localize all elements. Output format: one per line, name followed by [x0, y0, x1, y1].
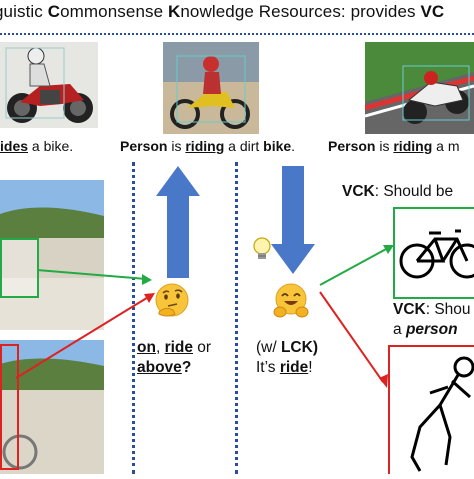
bicycle-sketch-icon [399, 229, 474, 279]
divider-right [235, 162, 238, 474]
light-bulb-icon [253, 237, 271, 259]
bike-sketch-box [393, 207, 474, 299]
header-title: guistic Commonsense Knowledge Resources:… [0, 2, 445, 21]
thinking-face-icon [155, 283, 189, 317]
relation-question: on, ride or above? [137, 339, 212, 376]
photo-motorcycle-left [0, 42, 98, 128]
green-link-left [36, 269, 152, 285]
red-link-left [15, 293, 155, 379]
hugging-face-icon [273, 283, 309, 318]
red-link-right [319, 291, 388, 388]
green-link-right [319, 245, 394, 286]
lck-answer: (w/ LCK) It’s ride! [256, 339, 318, 376]
down-arrow-icon [271, 166, 315, 274]
photo-race-motorcycle [365, 42, 474, 134]
person-sketch-icon [410, 356, 474, 472]
caption-center: Person is riding a dirt bike. [120, 138, 296, 154]
caption-left: ides a bike. [0, 138, 74, 154]
up-arrow-icon [156, 166, 200, 278]
person-bounding-box [0, 344, 19, 470]
person-sketch-box [388, 345, 474, 474]
caption-right: Person is riding a m [328, 138, 460, 154]
vck-statement-bike: VCK: Should be [342, 183, 454, 200]
photo-dirt-bike [163, 42, 259, 134]
top-divider [0, 33, 474, 35]
photo-beach-top [0, 180, 104, 330]
divider-left [132, 162, 135, 474]
bike-bounding-box [0, 238, 39, 298]
vck-statement-person: VCK: Shou a person [393, 301, 471, 338]
